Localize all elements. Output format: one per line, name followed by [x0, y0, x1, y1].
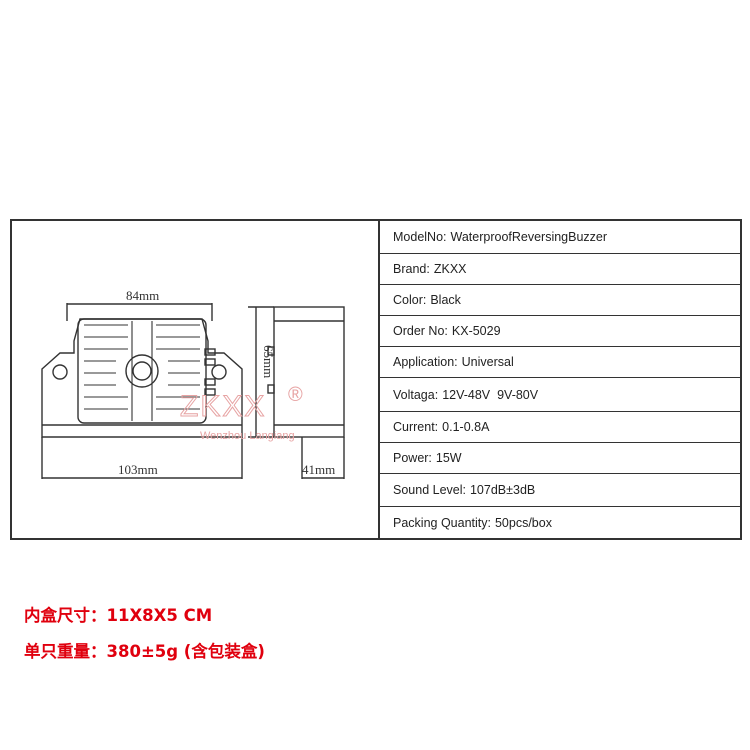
spec-row-voltage: Voltaga: 12V-48V 9V-80V — [380, 379, 740, 412]
inner-box-size-label: 内盒尺寸： — [24, 606, 107, 625]
spec-label: Packing Quantity: — [393, 515, 491, 530]
spec-value: KX-5029 — [451, 324, 501, 338]
spec-row-order-no: Order No: KX-5029 — [380, 316, 740, 347]
spec-row-packing-quantity: Packing Quantity: 50pcs/box — [380, 507, 740, 538]
center-cap — [125, 354, 159, 388]
spec-row-current: Current: 0.1-0.8A — [380, 412, 740, 443]
spec-label: ModelNo: — [393, 230, 447, 244]
spec-label: Current: — [393, 420, 439, 434]
unit-weight-label: 单只重量： — [24, 642, 107, 661]
spec-row-power: Power: 15W — [380, 443, 740, 474]
center-cap-inner — [132, 361, 152, 381]
spec-value: Universal — [461, 355, 514, 369]
mount-hole-left — [52, 364, 68, 380]
spec-label: Power: — [393, 451, 432, 465]
spec-row-sound-level: Sound Level: 107dB±3dB — [380, 474, 740, 507]
spec-label: Color: — [393, 293, 427, 307]
spec-value: WaterproofReversingBuzzer — [450, 230, 608, 244]
terminal — [204, 378, 216, 386]
technical-drawing: 84mm 103mm 65mm 41mm ZKXX ® Wenzhou Lang… — [12, 221, 378, 538]
dim-label-width-top: 84mm — [126, 288, 159, 303]
dim-label-width-bottom: 103mm — [118, 462, 158, 477]
spec-label: Order No: — [393, 324, 448, 338]
spec-row-application: Application: Universal — [380, 347, 740, 378]
dim-label-height: 65mm — [261, 345, 276, 378]
watermark-logo: ZKXX — [180, 390, 266, 423]
side-terminal — [267, 346, 275, 356]
spec-table: ModelNo: WaterproofReversingBuzzer Brand… — [378, 221, 740, 538]
terminal — [204, 388, 216, 396]
spec-value: 107dB±3dB — [469, 483, 536, 497]
spec-value: 12V-48V 9V-80V — [442, 388, 539, 402]
terminal — [204, 358, 216, 366]
spec-label: Sound Level: — [393, 483, 466, 497]
spec-value: Black — [430, 293, 461, 307]
watermark-registered-mark: ® — [288, 384, 303, 406]
side-terminal — [267, 384, 275, 394]
inner-box-size-line: 内盒尺寸：11X8X5 CM — [24, 602, 212, 626]
spec-row-model: ModelNo: WaterproofReversingBuzzer — [380, 221, 740, 254]
buzzer-face — [77, 318, 207, 424]
spec-label: Voltaga: — [393, 388, 439, 402]
dim-label-depth: 41mm — [302, 462, 335, 477]
spec-label: Brand: — [393, 262, 430, 276]
terminal — [204, 348, 216, 356]
spec-value: 50pcs/box — [494, 515, 552, 530]
unit-weight-value: 380±5g (含包装盒) — [106, 642, 265, 661]
spec-value: ZKXX — [433, 262, 467, 276]
inner-box-size-value: 11X8X5 CM — [106, 606, 213, 625]
buzzer-side-outline — [273, 306, 345, 438]
spec-value: 15W — [435, 451, 462, 465]
unit-weight-line: 单只重量：380±5g (含包装盒) — [24, 638, 265, 662]
mount-hole-right — [211, 364, 227, 380]
spec-label: Application: — [393, 355, 458, 369]
buzzer-drawing-svg: 84mm 103mm 65mm 41mm ZKXX ® Wenzhou Lang… — [41, 288, 345, 479]
spec-row-color: Color: Black — [380, 285, 740, 316]
watermark-subtitle: Wenzhou Langiang — [200, 430, 295, 442]
spec-panel: 84mm 103mm 65mm 41mm ZKXX ® Wenzhou Lang… — [10, 219, 742, 540]
spec-row-brand: Brand: ZKXX — [380, 254, 740, 285]
spec-value: 0.1-0.8A — [442, 420, 490, 434]
